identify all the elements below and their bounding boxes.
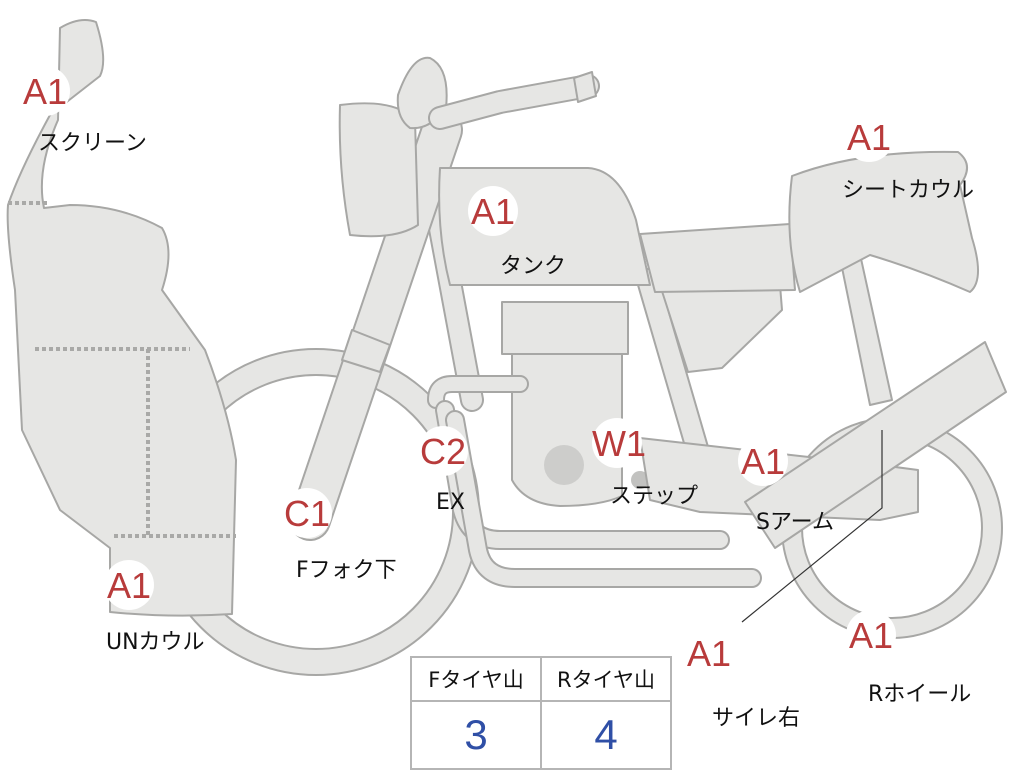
seat-cowl-label: シートカウル [842, 178, 975, 203]
screen-code-badge: A1 [20, 66, 70, 116]
front-cowl [6, 19, 237, 617]
muffler-label: サイレ右 [712, 706, 801, 731]
exhaust-label: EX [436, 490, 465, 515]
swingarm-label: Sアーム [756, 510, 834, 535]
under-cowl-code-badge: A1 [104, 560, 154, 610]
step-label: ステップ [610, 484, 699, 509]
front-fork [289, 109, 463, 541]
screen-label: スクリーン [38, 131, 147, 156]
seat-rail [837, 244, 893, 406]
front-tire-value: 3 [410, 700, 542, 770]
seat-cowl [788, 150, 979, 293]
rear-tire-header: Rタイヤ山 [540, 656, 672, 702]
tank-code-badge: A1 [468, 186, 518, 236]
seat [639, 223, 796, 293]
muffler [744, 341, 1007, 549]
tire-table-value-row: 3 4 [410, 700, 672, 770]
rear-wheel-code-badge: A1 [846, 610, 896, 660]
front-tire-header: Fタイヤ山 [410, 656, 542, 702]
seat-cowl-code-badge: A1 [844, 112, 894, 162]
muffler-code-badge: A1 [684, 628, 734, 678]
fork-label: Fフォク下 [296, 558, 397, 583]
exhaust-code-badge: C2 [418, 426, 468, 476]
exhaust-pipes [427, 375, 762, 588]
rear-wheel-label: Rホイール [868, 682, 972, 707]
step-code-badge: W1 [592, 418, 646, 468]
headlight [338, 102, 419, 238]
fork-code-badge: C1 [282, 488, 332, 538]
tank-label: タンク [500, 254, 567, 279]
rear-tire-value: 4 [540, 700, 672, 770]
under-cowl-label: UNカウル [106, 630, 205, 655]
tire-tread-table: Fタイヤ山 Rタイヤ山 3 4 [410, 656, 672, 770]
cowl-panel-seams [8, 201, 236, 538]
tire-table-header-row: Fタイヤ山 Rタイヤ山 [410, 656, 672, 702]
handlebar-grip [573, 71, 597, 103]
swingarm-code-badge: A1 [738, 436, 788, 486]
